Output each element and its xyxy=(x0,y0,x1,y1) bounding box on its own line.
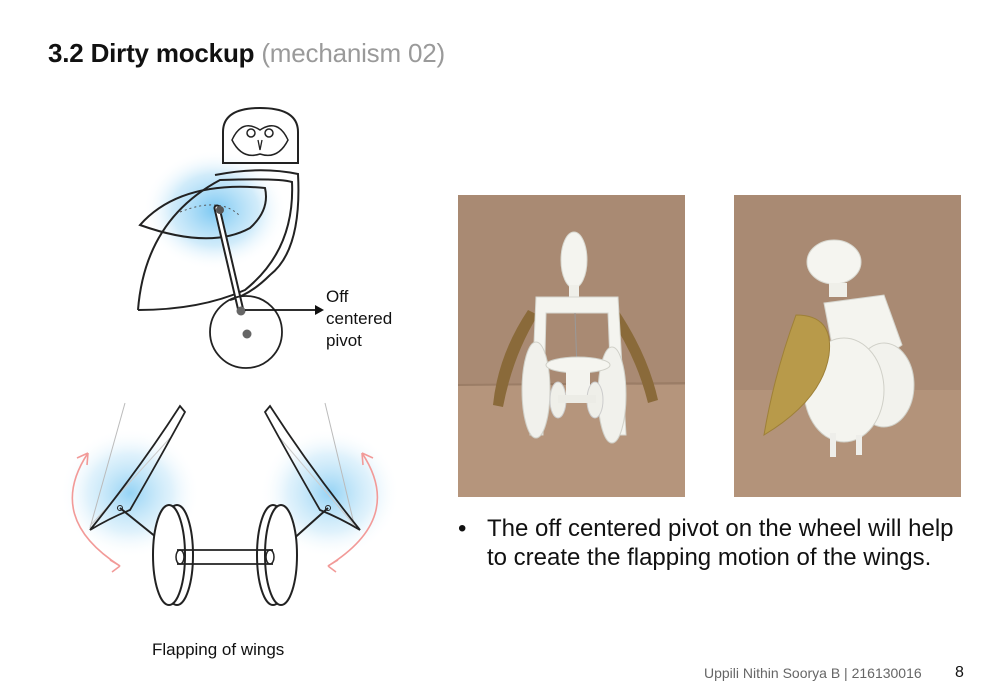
drive-wheel xyxy=(209,295,283,369)
owl-mechanism-sketch xyxy=(137,106,324,369)
owl-body xyxy=(214,169,300,301)
pivot-label-line2: centered xyxy=(326,309,393,328)
motion-arrow-left xyxy=(71,452,121,567)
footer-author: Uppili Nithin Soorya B | 216130016 xyxy=(704,665,922,681)
owl-wing-front xyxy=(138,185,267,240)
pivot-label-line1: Off xyxy=(326,287,349,306)
flapping-caption: Flapping of wings xyxy=(152,640,285,659)
off-centered-pivot-label: Off centered pivot xyxy=(326,286,392,352)
owl-wing-back xyxy=(137,178,294,311)
motion-arrow-right xyxy=(327,452,379,567)
pivot-label-line3: pivot xyxy=(326,331,362,350)
title-main: 3.2 Dirty mockup xyxy=(48,38,255,68)
title-subtitle: (mechanism 02) xyxy=(261,38,445,68)
owl-head xyxy=(222,106,299,164)
bullet-point: • The off centered pivot on the wheel wi… xyxy=(458,514,968,572)
bullet-text: The off centered pivot on the wheel will… xyxy=(487,515,954,571)
wing-left xyxy=(89,404,187,531)
wheel-axle xyxy=(242,329,252,339)
flapping-wings-sketch xyxy=(60,402,400,606)
wing-right xyxy=(263,404,361,531)
off-centered-pivot xyxy=(236,306,246,316)
axle xyxy=(177,549,273,565)
slide-title: 3.2 Dirty mockup (mechanism 02) xyxy=(48,38,445,69)
mockup-photo-side xyxy=(734,195,961,497)
mockup-photo-front xyxy=(458,195,685,497)
page-number: 8 xyxy=(955,664,964,681)
bullet-marker: • xyxy=(458,515,467,542)
